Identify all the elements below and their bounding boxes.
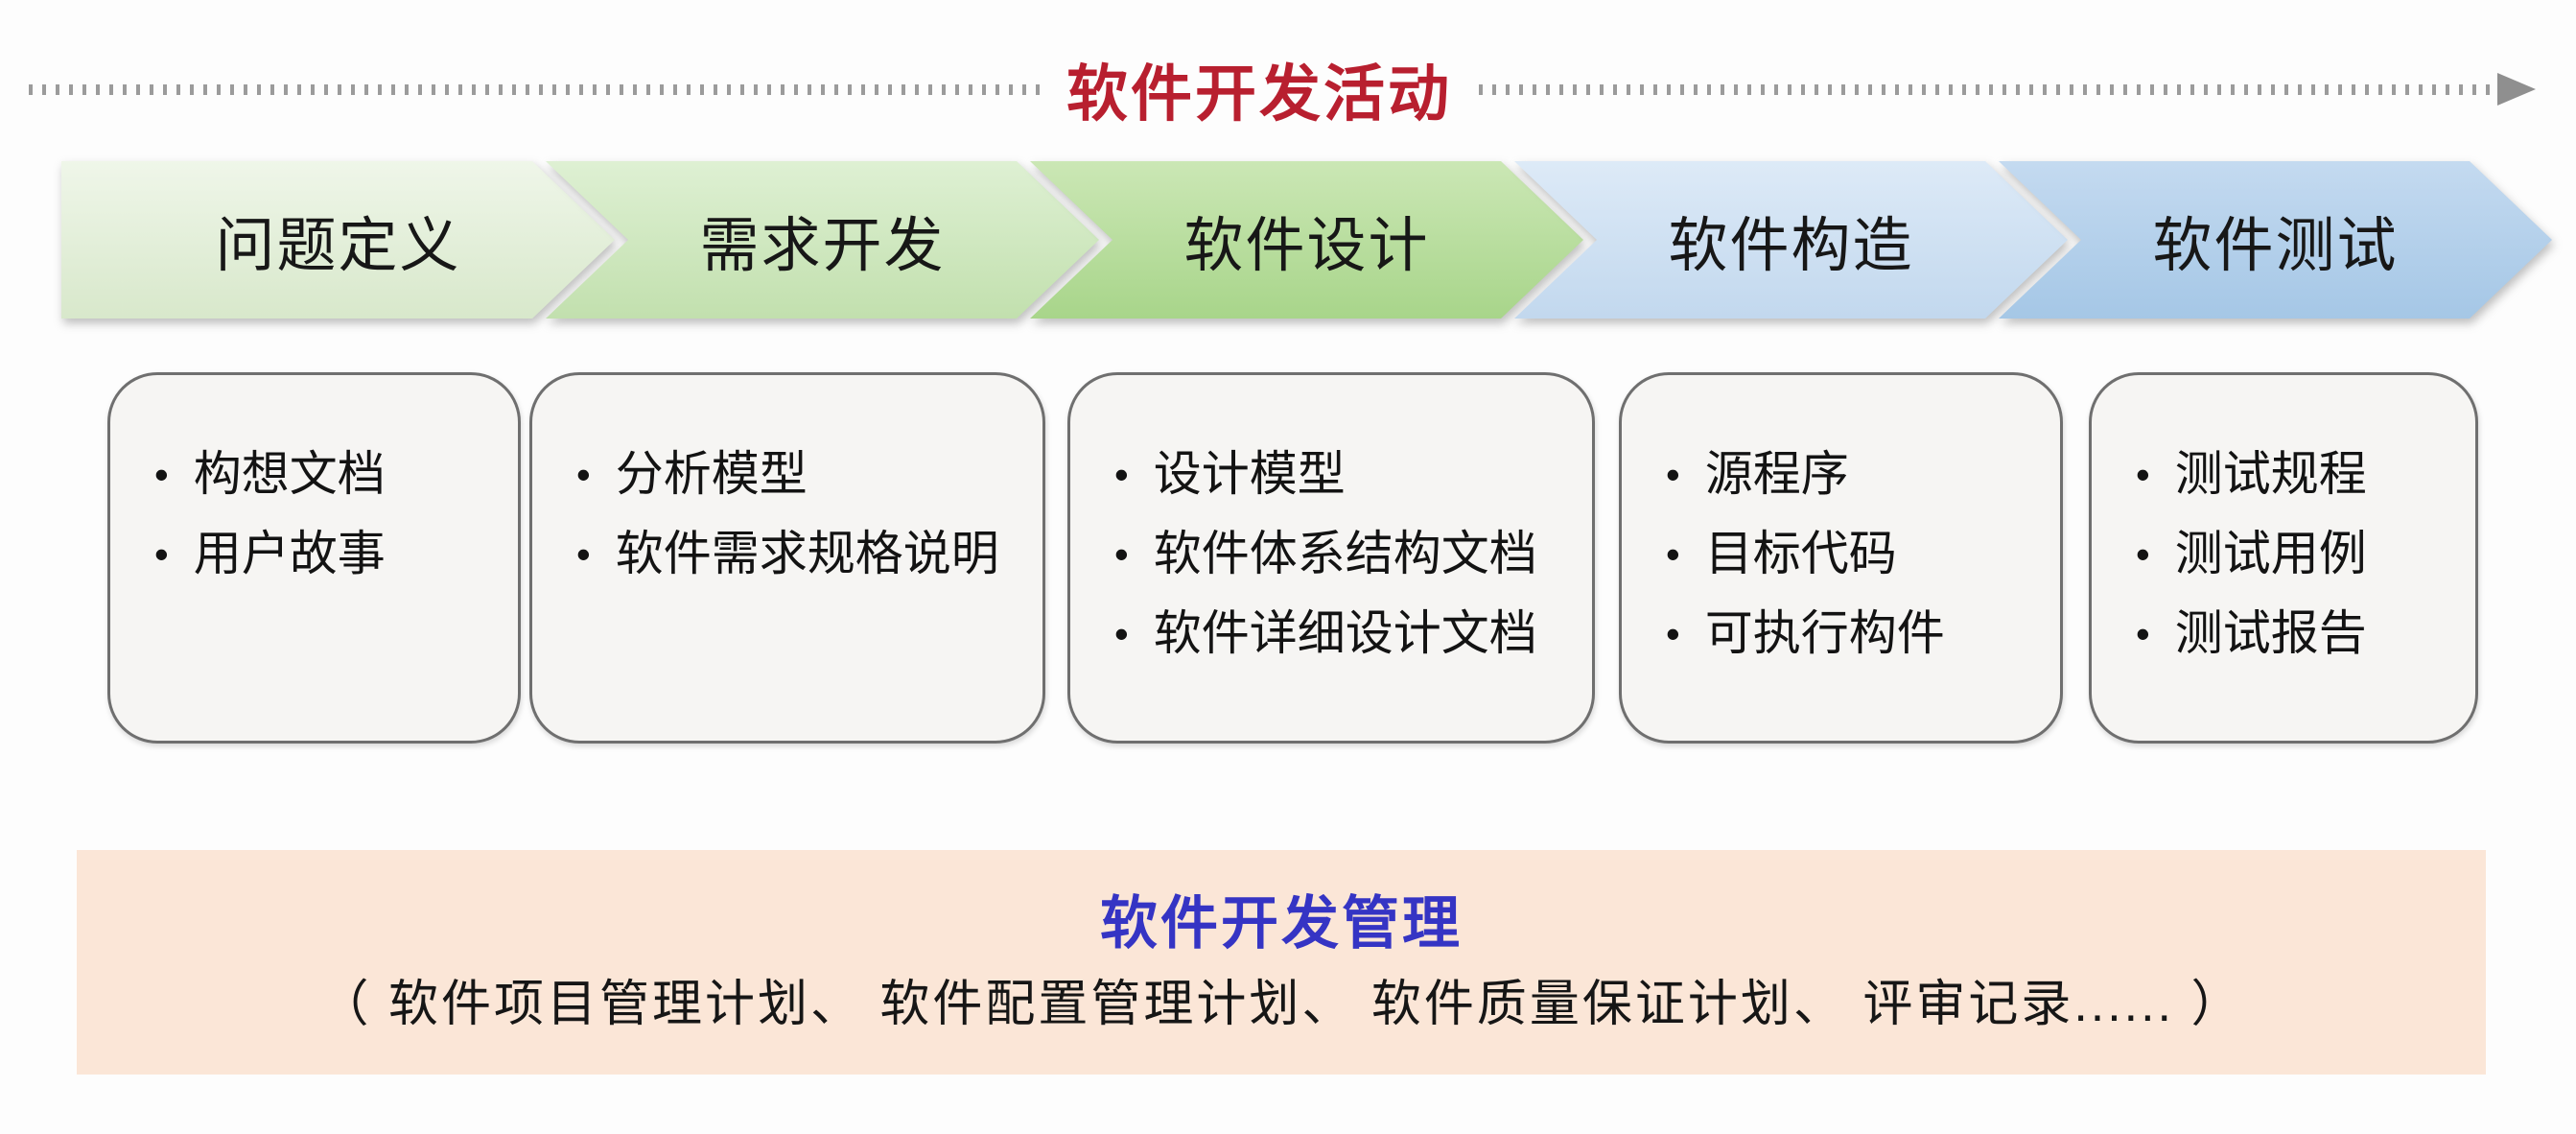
bullet-icon: • [576,452,591,497]
page-title: 软件开发活动 [1066,59,1452,129]
deliverable-label: 目标代码 [1704,527,1897,580]
list-item: • 构想文档 [154,435,493,514]
management-band: 软件开发管理 （ 软件项目管理计划、 软件配置管理计划、 软件质量保证计划、 评… [77,850,2486,1075]
management-subtitle: （ 软件项目管理计划、 软件配置管理计划、 软件质量保证计划、 评审记录....… [318,977,2244,1032]
list-item: • 可执行构件 [1666,594,2035,673]
bullet-icon: • [1114,452,1129,497]
process-stages: 问题定义 需求开发 软件设计 软件构造 软件测试 [61,161,2552,319]
bullet-icon: • [1666,452,1680,497]
bullet-icon: • [154,452,169,497]
deliverable-label: 测试用例 [2174,527,2367,580]
dotted-line-left [29,83,1040,95]
deliverables-problem-definition: • 构想文档 • 用户故事 [107,372,521,744]
deliverable-label: 分析模型 [615,447,808,501]
list-item: • 目标代码 [1666,514,2035,594]
list-item: • 用户故事 [154,514,493,594]
deliverable-label: 源程序 [1704,447,1849,501]
bullet-icon: • [2136,452,2150,497]
deliverable-label: 软件体系结构文档 [1153,527,1537,580]
deliverable-label: 测试报告 [2174,606,2367,660]
stage-label: 软件构造 [1668,213,1914,279]
bullet-icon: • [154,532,169,577]
deliverable-label: 软件需求规格说明 [615,527,999,580]
bullet-icon: • [1114,532,1129,577]
management-title: 软件开发管理 [1100,891,1463,956]
arrow-right-icon [2497,73,2536,106]
bullet-icon: • [2136,611,2150,656]
bullet-icon: • [576,532,591,577]
list-item: • 测试用例 [2136,514,2450,594]
deliverable-label: 构想文档 [193,447,386,501]
deliverable-label: 设计模型 [1153,447,1346,501]
stage-problem-definition: 问题定义 [61,161,615,319]
list-item: • 软件详细设计文档 [1114,594,1567,673]
stage-label: 软件测试 [2152,213,2399,279]
deliverables-software-design: • 设计模型 • 软件体系结构文档 • 软件详细设计文档 [1067,372,1595,744]
stage-software-design: 软件设计 [1030,161,1583,319]
stage-requirements-development: 需求开发 [546,161,1099,319]
list-item: • 软件需求规格说明 [576,514,1018,594]
list-item: • 分析模型 [576,435,1018,514]
bullet-icon: • [2136,532,2150,577]
stage-label: 需求开发 [699,213,946,279]
deliverable-label: 可执行构件 [1704,606,1945,660]
bullet-icon: • [1114,611,1129,656]
bullet-icon: • [1666,532,1680,577]
stage-software-construction: 软件构造 [1514,161,2068,319]
stage-label: 软件设计 [1183,213,1430,279]
bullet-icon: • [1666,611,1680,656]
list-item: • 源程序 [1666,435,2035,514]
flow-timeline: 软件开发活动 [29,54,2536,129]
deliverables-software-construction: • 源程序 • 目标代码 • 可执行构件 [1619,372,2063,744]
deliverable-label: 测试规程 [2174,447,2367,501]
stage-label: 问题定义 [215,213,461,279]
list-item: • 测试规程 [2136,435,2450,514]
list-item: • 测试报告 [2136,594,2450,673]
deliverable-label: 软件详细设计文档 [1153,606,1537,660]
stage-software-testing: 软件测试 [1999,161,2552,319]
deliverables-requirements-development: • 分析模型 • 软件需求规格说明 [529,372,1045,744]
deliverables-software-testing: • 测试规程 • 测试用例 • 测试报告 [2089,372,2478,744]
dotted-line-right [1479,83,2490,95]
deliverable-label: 用户故事 [193,527,386,580]
list-item: • 设计模型 [1114,435,1567,514]
list-item: • 软件体系结构文档 [1114,514,1567,594]
